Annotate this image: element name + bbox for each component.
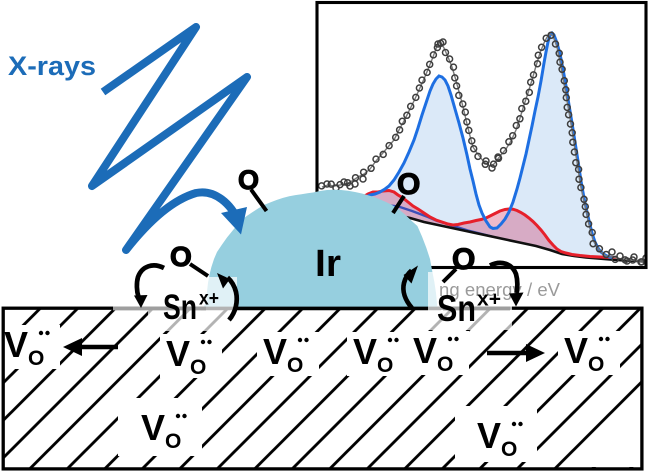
- svg-text:Sn: Sn: [437, 288, 476, 329]
- svg-text:x+: x+: [477, 289, 501, 311]
- svg-text:Sn: Sn: [163, 288, 197, 327]
- svg-text:V: V: [263, 331, 287, 372]
- svg-text:Ir: Ir: [315, 243, 341, 285]
- svg-text:V: V: [141, 407, 165, 448]
- svg-text:O: O: [287, 354, 303, 377]
- svg-text:O: O: [437, 353, 453, 376]
- svg-text:V: V: [353, 331, 377, 372]
- svg-text:V: V: [166, 333, 190, 374]
- svg-text:O: O: [238, 165, 259, 195]
- svg-text:O: O: [170, 241, 192, 272]
- svg-text:V: V: [564, 330, 588, 371]
- svg-text:O: O: [28, 347, 44, 370]
- svg-text:O: O: [377, 354, 393, 377]
- svg-text:ng energy / eV: ng energy / eV: [439, 279, 561, 300]
- svg-text:V: V: [4, 324, 28, 365]
- svg-text:V: V: [477, 415, 501, 456]
- svg-text:O: O: [397, 168, 420, 201]
- svg-text:O: O: [588, 353, 604, 376]
- svg-text:O: O: [190, 356, 206, 379]
- svg-text:O: O: [165, 430, 181, 453]
- svg-text:O: O: [501, 438, 517, 461]
- svg-text:X-rays: X-rays: [8, 51, 96, 81]
- svg-text:x+: x+: [199, 289, 219, 310]
- svg-text:V: V: [413, 330, 437, 371]
